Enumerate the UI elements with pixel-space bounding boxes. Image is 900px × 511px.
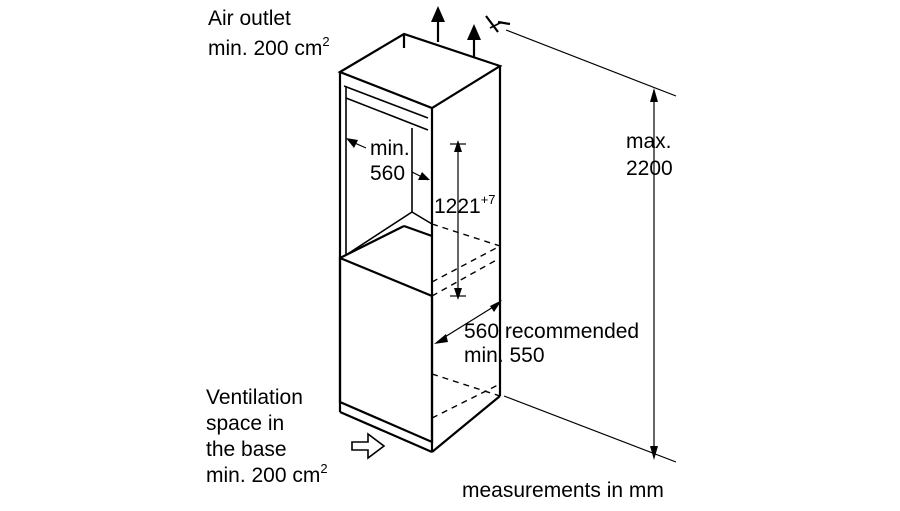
air-outlet-value: min. 200 cm — [208, 37, 322, 60]
max-height-ext-bottom — [503, 395, 677, 463]
vent-value: min. 200 cm — [206, 464, 320, 487]
cabinet-bottom-front — [339, 410, 433, 454]
door-top-back — [403, 224, 433, 238]
vent-label-4: min. 200 cm2 — [206, 461, 328, 487]
min-width-label-1: min. — [370, 137, 410, 160]
max-height-label-1: max. — [626, 130, 672, 153]
cabinet-bottom-side — [431, 395, 501, 453]
vent-sup: 2 — [320, 461, 327, 476]
arrow-up-head-secondary — [467, 24, 481, 40]
arrow-up-icon — [467, 24, 481, 58]
air-outlet-label-1: Air outlet — [208, 7, 291, 30]
arrow-up-icon — [431, 6, 445, 42]
dimension-arrow-icon — [650, 446, 658, 460]
vent-label-2: space in — [206, 412, 284, 435]
vent-label-3: the base — [206, 438, 287, 461]
niche-dashed-top — [431, 223, 501, 247]
inner-shelf-left — [345, 211, 413, 256]
appliance-door — [338, 224, 434, 444]
cabinet-housing — [337, 32, 503, 454]
wall-marker-stroke-c — [489, 21, 503, 29]
depth-line — [439, 303, 499, 341]
inner-rail-second — [345, 97, 429, 131]
inner-back-floor — [411, 211, 433, 225]
depth-label-2: min. 550 — [464, 344, 545, 367]
dimension-arrow-icon — [650, 88, 658, 102]
cabinet-top — [337, 32, 503, 110]
dimension-arrow-icon — [346, 138, 358, 148]
min-width-dimension — [346, 138, 430, 181]
niche-height-value: 1221 — [434, 195, 481, 218]
vent-arrow-shape — [351, 432, 386, 460]
units-note: measurements in mm — [462, 479, 664, 502]
air-outlet-sup: 2 — [322, 34, 329, 49]
door-top-edge — [339, 225, 405, 259]
base-dashed-top — [431, 373, 501, 397]
vent-label-1: Ventilation — [206, 386, 303, 409]
dimension-arrow-icon — [434, 334, 448, 344]
min-width-label-2: 560 — [370, 162, 405, 185]
niche-height-sup: +7 — [481, 192, 496, 207]
arrow-right-outline-icon — [351, 432, 386, 460]
wall-marker-stroke-a — [485, 15, 499, 33]
dimension-arrow-icon — [454, 140, 462, 152]
inner-rail-top — [343, 85, 429, 119]
depth-label-1: 560 recommended — [464, 320, 639, 343]
wall-marker-icon — [485, 15, 511, 33]
depth-dimension — [434, 300, 502, 344]
dimension-arrow-icon — [418, 172, 430, 180]
niche-height-dimension — [450, 140, 466, 300]
arrow-up-head — [431, 6, 445, 22]
niche-height-label: 1221+7 — [434, 192, 496, 218]
niche-dashed-diag — [431, 245, 501, 283]
dimension-arrow-icon — [454, 288, 462, 300]
niche-dashed-bottom — [431, 257, 501, 297]
door-front — [338, 256, 434, 444]
max-height-ext-top — [505, 29, 677, 97]
air-outlet-label-2: min. 200 cm2 — [208, 34, 330, 60]
dimension-arrow-icon — [490, 300, 502, 312]
base-dashed-diag — [431, 383, 501, 419]
max-height-label-2: 2200 — [626, 157, 673, 180]
max-height-dimension — [503, 29, 677, 463]
